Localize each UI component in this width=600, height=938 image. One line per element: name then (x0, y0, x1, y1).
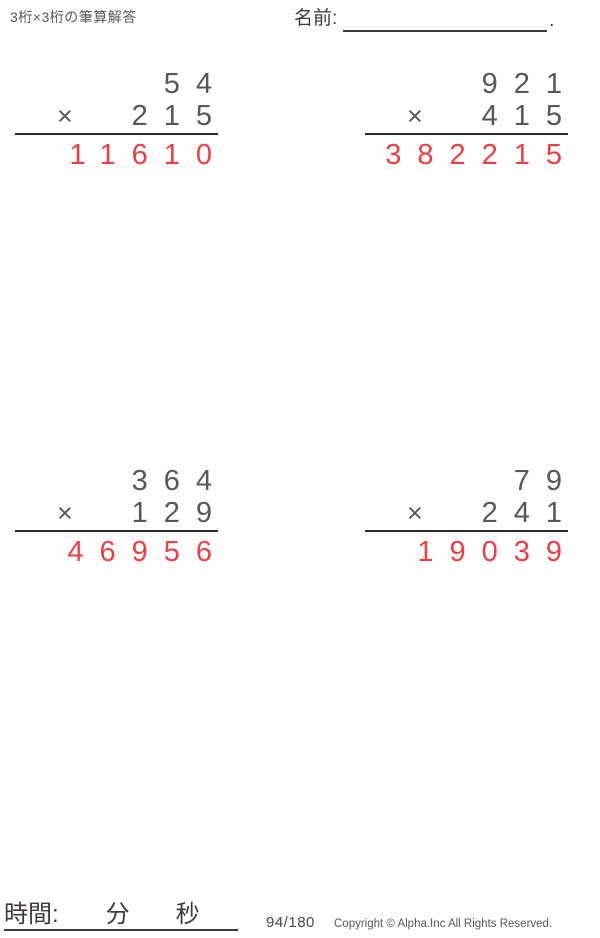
multiply-sign: × (57, 498, 73, 528)
multiplicand-row: 79 (365, 465, 568, 497)
multiplication-problem-4: 79 × 241 19039 (365, 465, 568, 568)
multiplier: 129 (131, 497, 228, 529)
multiplication-problem-1: 54 × 215 11610 (15, 68, 218, 171)
multiplication-problem-3: 364 × 129 46956 (15, 465, 218, 568)
multiply-sign: × (57, 101, 73, 131)
copyright-text: Copyright © Alpha.Inc All Rights Reserve… (334, 918, 553, 930)
product-row: 11610 (15, 139, 218, 171)
page-title: 3桁×3桁の筆算解答 (10, 9, 137, 25)
multiplier: 215 (131, 100, 228, 132)
product: 19039 (417, 536, 578, 568)
seconds-label: 秒 (175, 901, 200, 928)
multiplier: 241 (481, 497, 578, 529)
multiplier-row: × 215 (15, 100, 218, 132)
product: 46956 (67, 536, 228, 568)
answer-line (15, 530, 218, 532)
product-row: 382215 (365, 139, 568, 171)
time-field: 時間: 分 秒 (4, 900, 238, 931)
name-label: 名前: (294, 8, 338, 29)
product: 11610 (69, 139, 228, 171)
multiplicand-row: 54 (15, 68, 218, 100)
multiplicand: 921 (481, 68, 578, 100)
multiplication-problem-2: 921 × 415 382215 (365, 68, 568, 171)
multiplicand: 79 (513, 465, 578, 497)
product-row: 19039 (365, 536, 568, 568)
multiplier-row: × 415 (365, 100, 568, 132)
answer-line (365, 133, 568, 135)
page-number: 94/180 (266, 914, 315, 931)
multiplier-row: × 129 (15, 497, 218, 529)
multiplicand-row: 921 (365, 68, 568, 100)
time-label: 時間: (4, 901, 59, 928)
multiplicand: 364 (131, 465, 228, 497)
minutes-label: 分 (105, 901, 130, 928)
name-period: . (549, 10, 555, 30)
product-row: 46956 (15, 536, 218, 568)
product: 382215 (385, 139, 578, 171)
name-underline (343, 8, 548, 32)
multiplicand-row: 364 (15, 465, 218, 497)
answer-line (15, 133, 218, 135)
multiply-sign: × (407, 498, 423, 528)
name-field: 名前: . (294, 6, 554, 32)
multiplier-row: × 241 (365, 497, 568, 529)
multiplier: 415 (481, 100, 578, 132)
multiplicand: 54 (163, 68, 228, 100)
answer-line (365, 530, 568, 532)
multiply-sign: × (407, 101, 423, 131)
